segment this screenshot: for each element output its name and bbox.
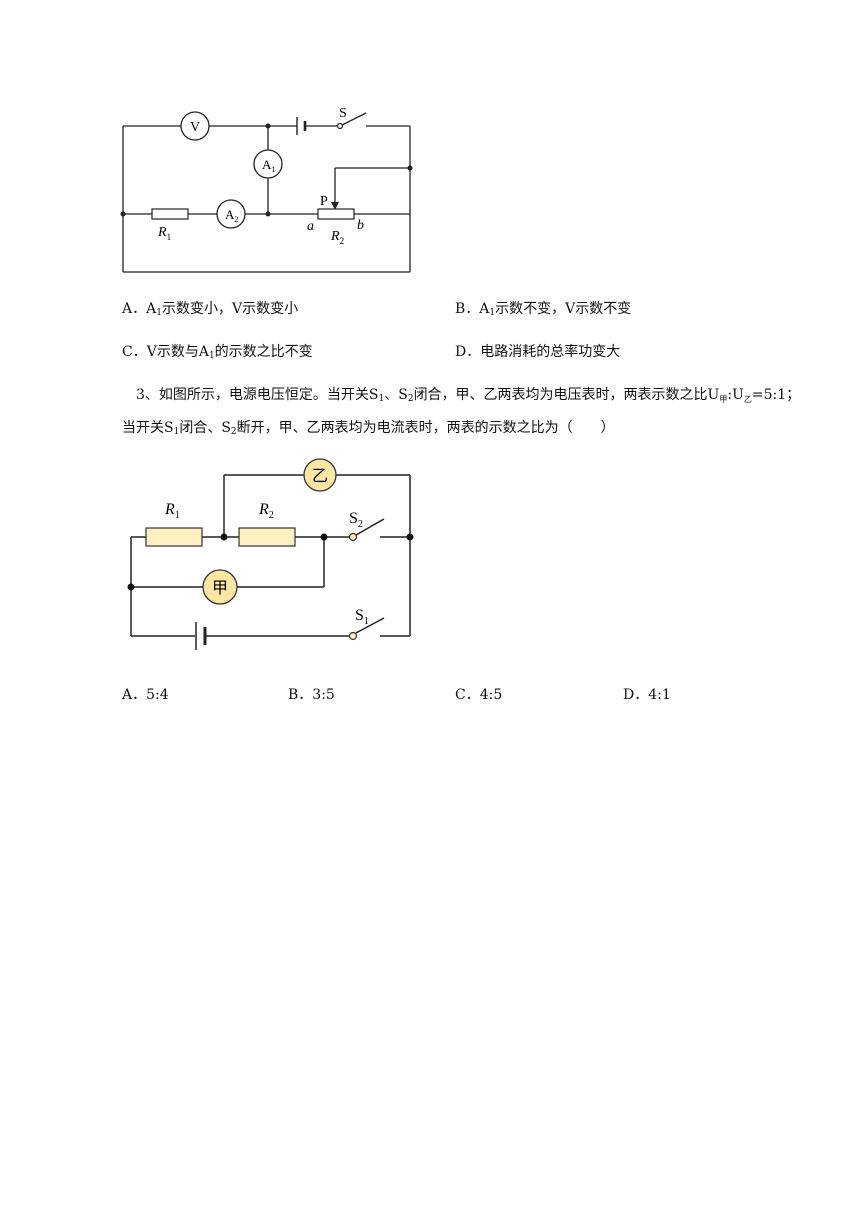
q2-option-a[interactable]: A．A1示数变小，V示数变小	[122, 301, 299, 318]
s1-label: S1	[355, 607, 369, 627]
q3-option-c[interactable]: C．4:5	[455, 687, 503, 703]
r1-label: R1	[164, 501, 180, 521]
ammeter-a1-label: A1	[262, 157, 275, 174]
q3-option-a[interactable]: A．5:4	[122, 687, 169, 703]
voltmeter-label: V	[190, 120, 200, 135]
question-3-text: 3、如图所示，电源电压恒定。当开关S1、S2闭合，甲、乙两表均为电压表时，两表示…	[122, 387, 801, 437]
terminal-b-label: b	[357, 218, 364, 233]
meter-jia-label: 甲	[212, 578, 228, 597]
q2-option-c[interactable]: C．V示数与A1的示数之比不变	[122, 344, 313, 361]
r1-label: R1	[157, 225, 171, 242]
q3-option-b[interactable]: B．3:5	[288, 687, 335, 703]
s2-label: S2	[349, 510, 363, 530]
q2-option-b[interactable]: B．A1示数不变，V示数不变	[455, 301, 632, 318]
r2-label: R2	[258, 501, 274, 521]
switch-label: S	[339, 106, 347, 121]
meter-yi-label: 乙	[312, 466, 328, 485]
circuit-diagram-2: 乙 甲 R1 R2 S2 S1	[127, 458, 414, 650]
ammeter-a2-label: A2	[225, 207, 238, 224]
q2-option-d[interactable]: D．电路消耗的总率功变大	[455, 344, 621, 360]
circuit-diagram-1: V S A1 A2 P a b R1 R2	[120, 106, 413, 273]
terminal-a-label: a	[307, 219, 314, 234]
slider-p-label: P	[320, 194, 328, 209]
q3-option-d[interactable]: D．4:1	[623, 687, 671, 703]
r2-label: R2	[330, 229, 344, 246]
